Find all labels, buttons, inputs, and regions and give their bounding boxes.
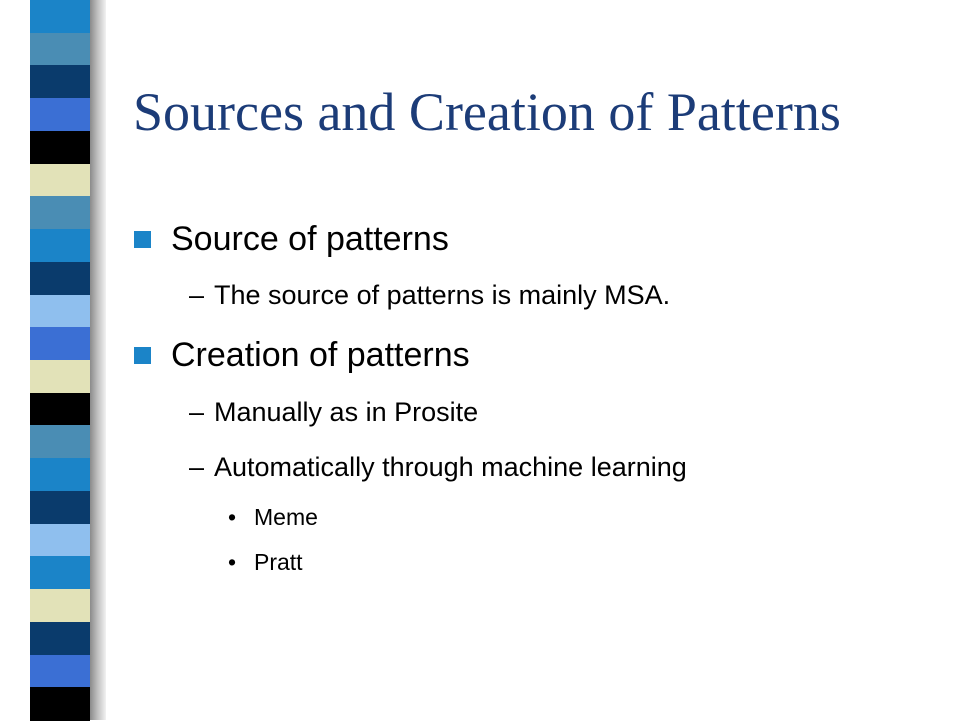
stripe-segment [30, 687, 90, 721]
sub-bullet-text: Automatically through machine learning [214, 452, 687, 482]
dash-bullet: – [189, 452, 205, 482]
stripe-segment [30, 294, 90, 328]
stripe-segment [30, 32, 90, 67]
stripe-segment [30, 130, 90, 165]
stripe-segment [30, 425, 90, 459]
stripe-segment [30, 589, 90, 623]
sub-sub-bullet-text: Meme [254, 504, 318, 530]
stripe-segment [30, 196, 90, 230]
bullet-text: Source of patterns [171, 220, 449, 258]
dash-bullet: – [189, 280, 205, 310]
stripe-segment [30, 163, 90, 197]
stripe-segment [30, 392, 90, 427]
stripe-segment [30, 0, 90, 34]
stripe-segment [30, 523, 90, 557]
square-bullet-icon [134, 347, 151, 364]
dash-bullet: – [189, 397, 205, 427]
stripe-segment [30, 360, 90, 394]
bullet-text: Creation of patterns [171, 336, 470, 374]
stripe-segment [30, 229, 90, 263]
dot-bullet: • [228, 549, 237, 575]
stripe-segment [30, 65, 90, 99]
sub-bullet-text: Manually as in Prosite [214, 397, 479, 427]
stripe-segment [30, 621, 90, 656]
slide-title: Sources and Creation of Patterns [133, 82, 841, 142]
stripe-bar-shadow [90, 0, 106, 720]
stripe-segment [30, 458, 90, 492]
sub-sub-bullet-text: Pratt [254, 549, 303, 575]
stripe-segment [30, 261, 90, 296]
decorative-stripe-bar [30, 0, 90, 721]
stripe-segment [30, 327, 90, 361]
sub-bullet-text: The source of patterns is mainly MSA. [214, 280, 671, 310]
stripe-segment [30, 556, 90, 590]
stripe-segment [30, 654, 90, 688]
dot-bullet: • [228, 504, 237, 530]
square-bullet-icon [134, 231, 151, 248]
stripe-segment [30, 98, 90, 132]
stripe-segment [30, 490, 90, 525]
